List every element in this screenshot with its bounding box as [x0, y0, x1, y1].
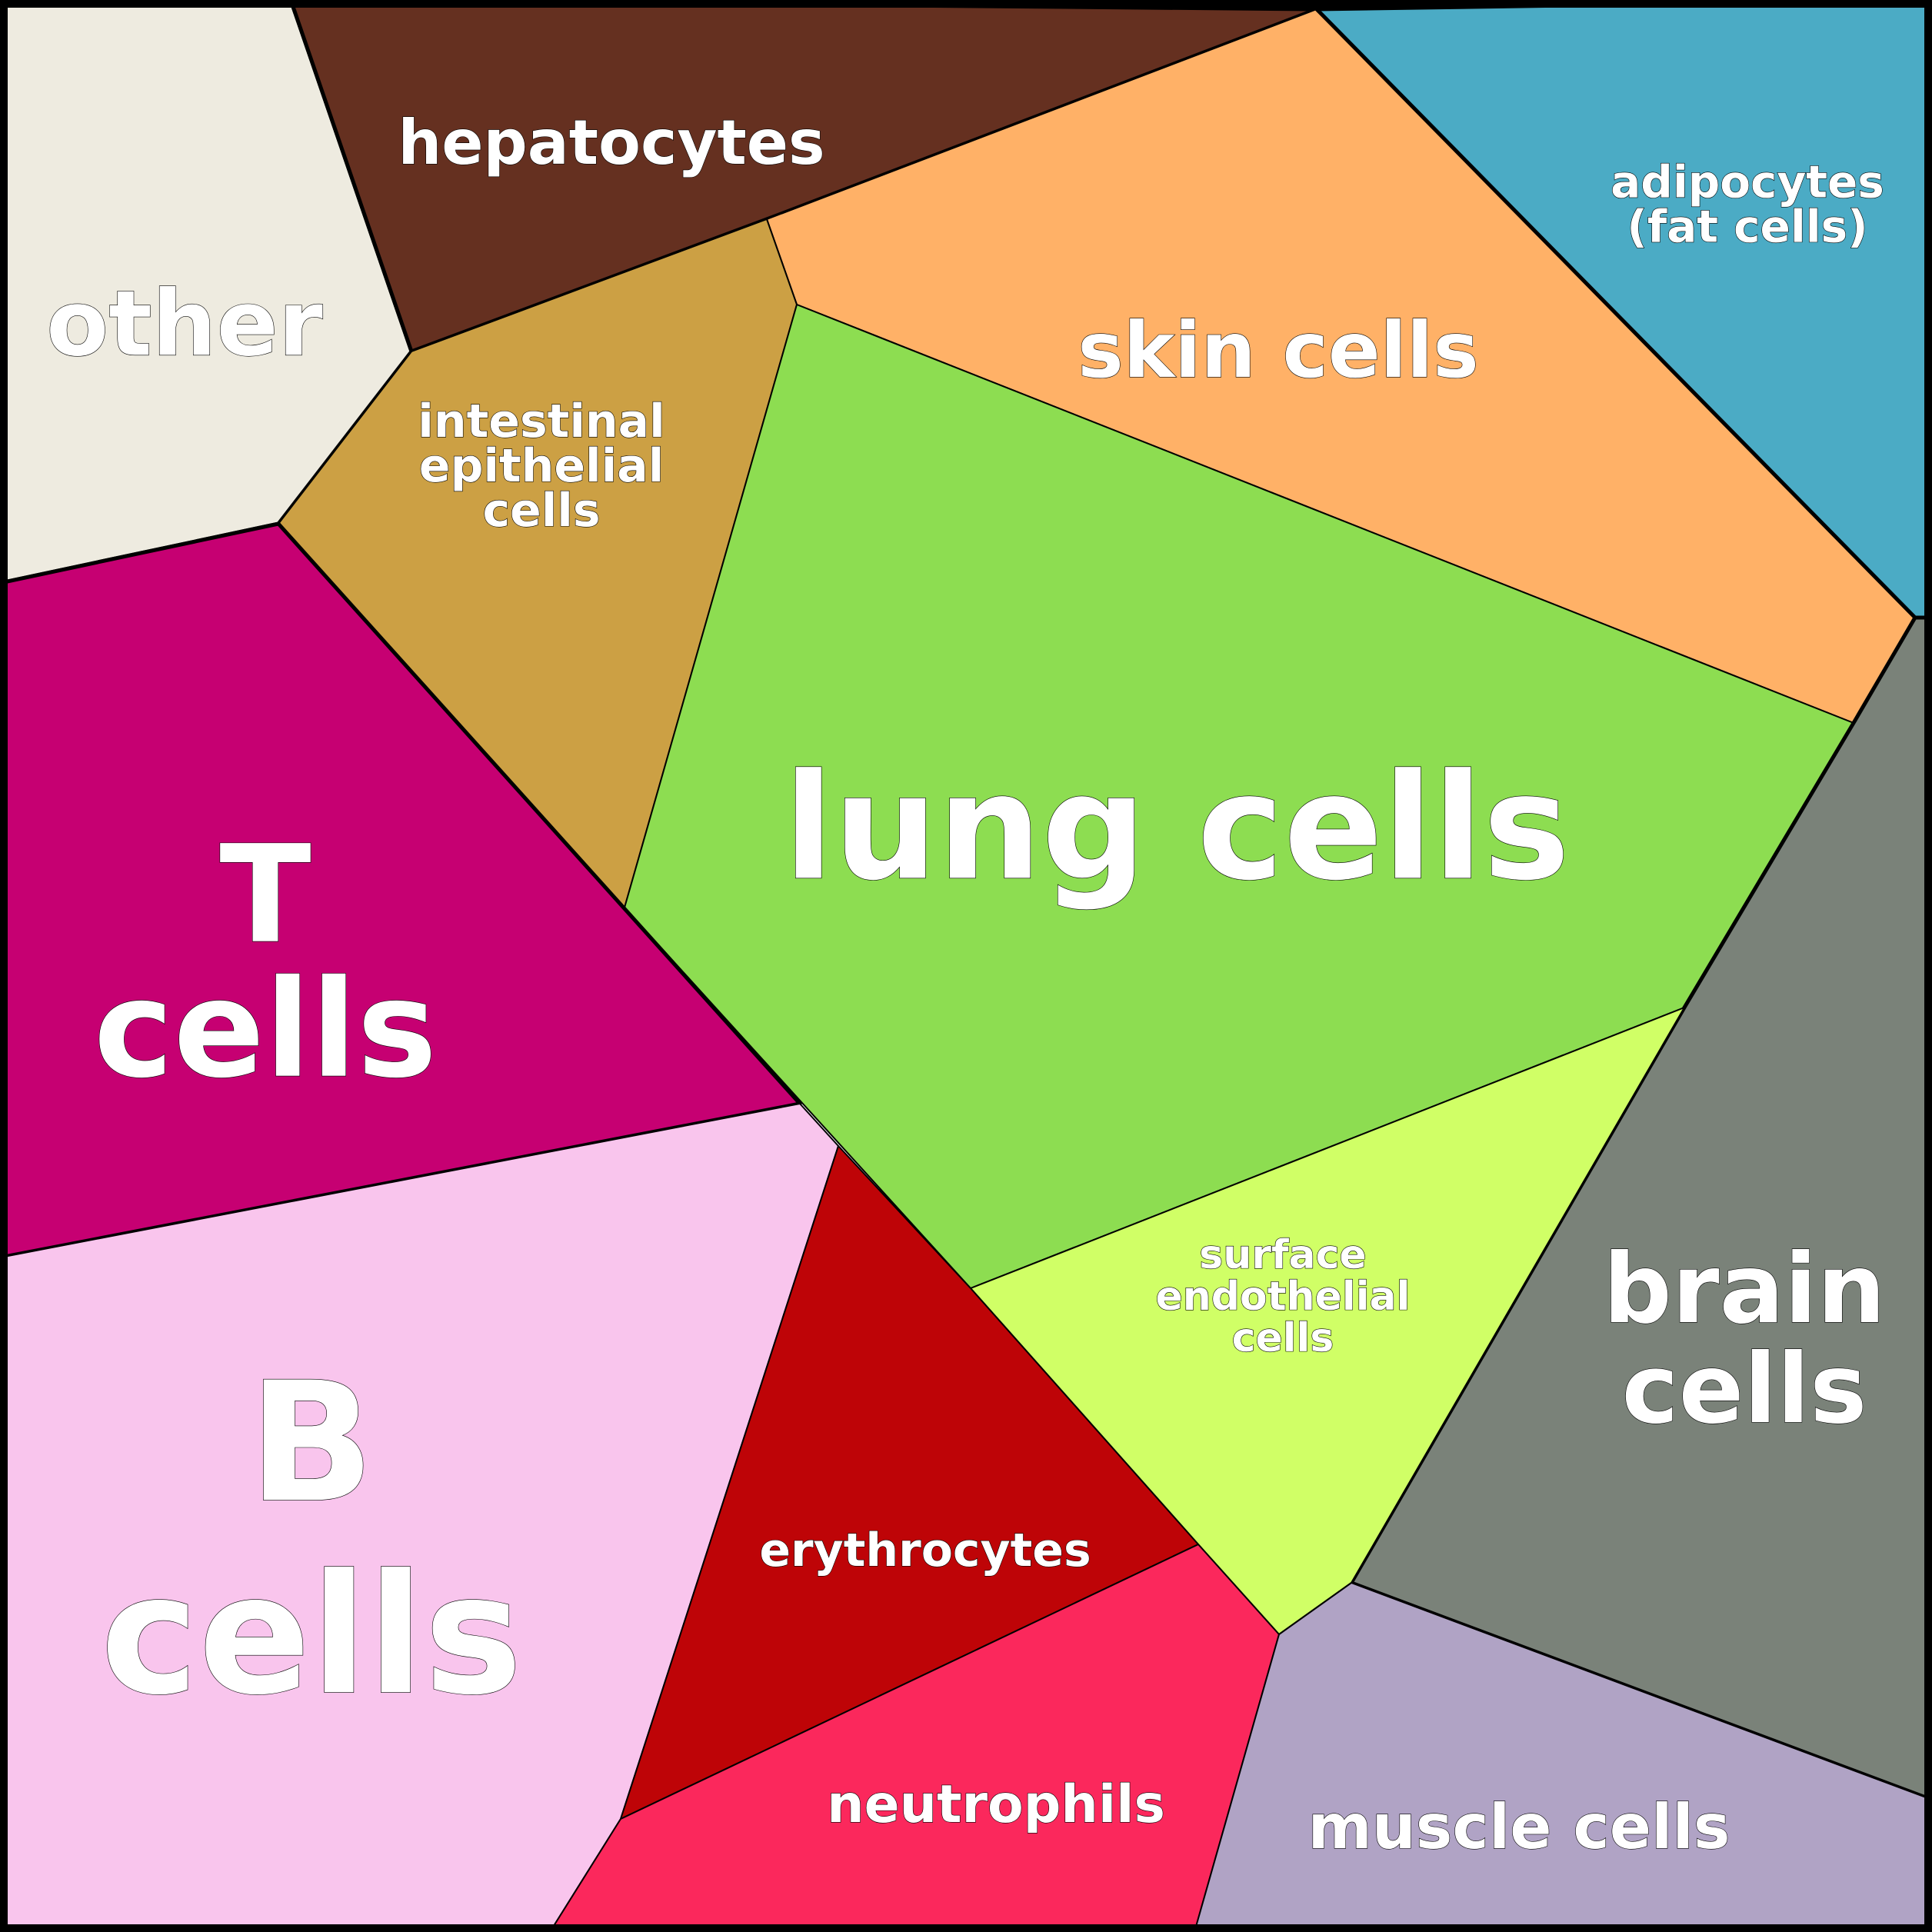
- cell-label-skin: skin cells: [1078, 305, 1478, 395]
- cell-label-line: erythrocytes: [759, 1524, 1091, 1577]
- cell-muscle: [1194, 1582, 1932, 1932]
- cell-label-line: skin cells: [1078, 305, 1478, 395]
- cell-label-line: T: [219, 818, 311, 974]
- cell-label-line: endothelial: [1156, 1274, 1411, 1320]
- cell-label-line: B: [248, 1346, 375, 1539]
- cell-label-lung: lung cells: [784, 743, 1571, 913]
- cell-label-line: cells: [1622, 1334, 1867, 1445]
- cell-label-line: epithelial: [419, 439, 665, 493]
- cell-label-hepatocytes: hepatocytes: [398, 107, 824, 178]
- cell-label-line: adipocytes: [1611, 155, 1884, 208]
- cell-label-line: cells: [94, 952, 438, 1108]
- cell-label-adipocytes: adipocytes(fat cells): [1611, 155, 1884, 252]
- cell-label-erythrocytes: erythrocytes: [759, 1524, 1091, 1577]
- cell-label-line: cells: [482, 484, 600, 538]
- cell-label-muscle: muscle cells: [1307, 1791, 1730, 1863]
- cell-label-other: other: [46, 270, 323, 376]
- cell-label-line: lung cells: [784, 743, 1571, 913]
- cell-label-line: other: [46, 270, 323, 376]
- cell-label-line: brain: [1603, 1234, 1885, 1345]
- cell-label-neutrophils: neutrophils: [827, 1774, 1165, 1835]
- cell-label-line: intestinal: [418, 395, 665, 448]
- cell-label-line: hepatocytes: [398, 107, 824, 178]
- cell-label-line: surface: [1199, 1232, 1366, 1278]
- cell-label-line: neutrophils: [827, 1774, 1165, 1835]
- cell-label-line: muscle cells: [1307, 1791, 1730, 1863]
- cell-label-line: cells: [101, 1538, 523, 1731]
- cell-label-line: cells: [1232, 1315, 1334, 1361]
- cell-label-line: (fat cells): [1627, 200, 1867, 252]
